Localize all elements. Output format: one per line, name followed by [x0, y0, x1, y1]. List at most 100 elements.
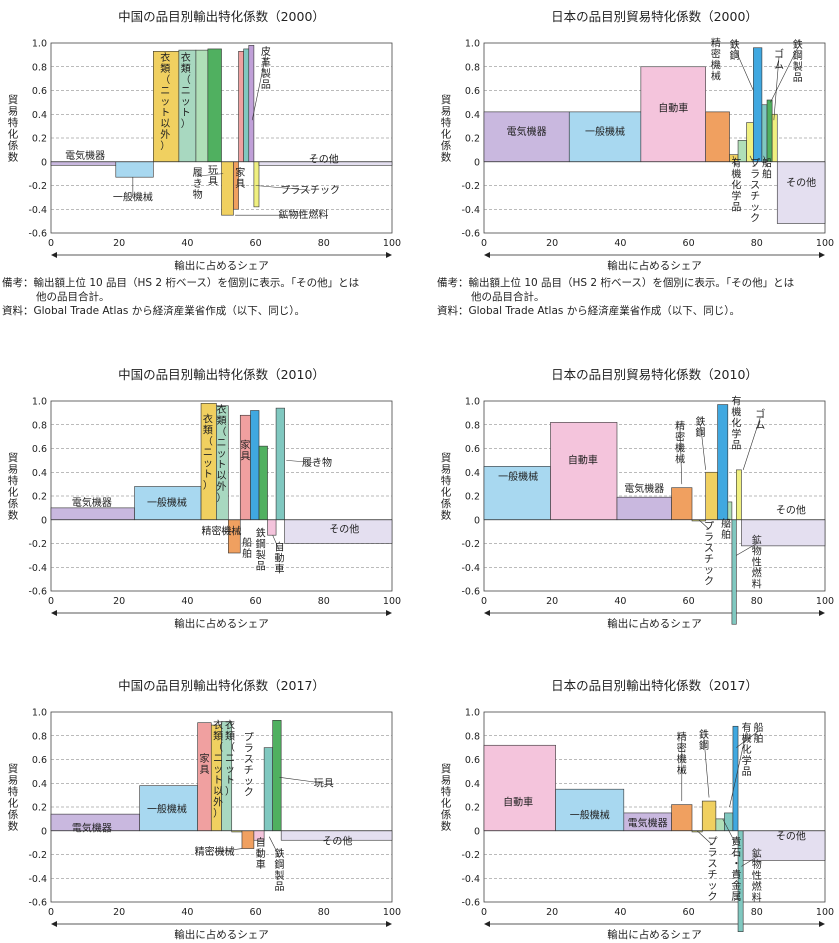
svg-text:革: 革 — [261, 56, 271, 69]
svg-text:ス: ス — [704, 543, 714, 554]
svg-text:数: 数 — [441, 509, 452, 522]
svg-text:鋼: 鋼 — [256, 537, 266, 550]
svg-text:製: 製 — [793, 60, 803, 73]
svg-text:鉄: 鉄 — [274, 847, 284, 860]
svg-text:類: 類 — [203, 424, 213, 436]
svg-text:衣: 衣 — [225, 719, 235, 732]
bar-segment — [483, 111, 570, 163]
svg-text:品: 品 — [731, 440, 741, 452]
bar-label: 一般機械 — [498, 470, 538, 483]
svg-text:ッ: ッ — [181, 97, 191, 108]
bar-label: 一般機械 — [147, 496, 187, 509]
bar-label: 家具 — [240, 439, 250, 463]
svg-text:ム: ム — [755, 420, 765, 432]
x-tick-label: 60 — [683, 907, 695, 918]
label-leader — [268, 836, 280, 858]
bar-segment — [238, 51, 244, 163]
bar-label: プラスチック — [244, 732, 254, 799]
svg-text:密: 密 — [711, 48, 721, 61]
y-tick-label: 1.0 — [465, 39, 480, 50]
y-tick-label: 0 — [474, 515, 480, 526]
svg-text:数: 数 — [8, 151, 19, 164]
svg-text:特: 特 — [441, 117, 452, 129]
y-axis-label: 貿易特化係数 — [8, 94, 19, 164]
x-tick-label: 80 — [318, 238, 330, 249]
svg-text:鋼: 鋼 — [699, 739, 709, 752]
svg-text:機: 機 — [731, 168, 741, 181]
svg-text:鉄: 鉄 — [256, 526, 266, 539]
svg-text:鉱: 鉱 — [752, 534, 762, 547]
remarks-label: 備考： — [437, 277, 469, 289]
remarks-label: 備考： — [2, 277, 34, 289]
svg-text:燃: 燃 — [752, 567, 762, 580]
y-tick-label: -0.6 — [461, 898, 480, 909]
y-tick-label: 0.4 — [32, 110, 47, 121]
y-tick-label: 0.4 — [465, 110, 480, 121]
bar-label: 自動車 — [274, 541, 284, 576]
svg-text:易: 易 — [441, 464, 452, 476]
svg-text:物: 物 — [193, 188, 203, 201]
bar-segment — [616, 496, 672, 521]
svg-text:車: 車 — [274, 563, 284, 576]
svg-text:類: 類 — [181, 63, 191, 75]
y-tick-label: 0.4 — [465, 779, 480, 790]
label-leader — [770, 47, 798, 103]
y-tick-label: -0.4 — [28, 563, 47, 574]
y-tick-label: 0.4 — [465, 468, 480, 479]
svg-text:精: 精 — [711, 37, 721, 50]
y-axis-label: 貿易特化係数 — [441, 763, 452, 833]
label-leader — [251, 54, 267, 121]
svg-text:物: 物 — [752, 858, 762, 871]
svg-text:貿: 貿 — [441, 94, 452, 106]
svg-text:衣: 衣 — [217, 403, 227, 416]
x-tick-label: 0 — [481, 596, 487, 607]
x-tick-label: 80 — [751, 907, 763, 918]
bar-segment — [50, 507, 135, 521]
bar-label: 履き物 — [193, 167, 203, 201]
bar-label: 家具 — [199, 752, 209, 776]
x-tick-label: 100 — [383, 596, 401, 607]
x-axis-arrowhead-right — [386, 921, 392, 927]
bar-label: ゴム — [774, 47, 784, 71]
x-tick-label: 20 — [113, 238, 125, 249]
bar-label: 自動車 — [658, 101, 688, 114]
svg-text:係: 係 — [441, 498, 452, 510]
y-tick-label: -0.2 — [28, 539, 47, 550]
label-leader — [698, 519, 710, 530]
y-tick-label: -0.6 — [28, 587, 47, 598]
svg-text:製: 製 — [261, 67, 271, 80]
bar-label: 精密機械 — [677, 731, 687, 777]
label-leader — [773, 57, 780, 121]
bar-segment — [550, 422, 618, 521]
svg-text:ク: ク — [750, 213, 760, 225]
svg-text:貿: 貿 — [441, 763, 452, 775]
source-label: 資料： — [2, 305, 34, 317]
svg-text:鋼: 鋼 — [696, 426, 706, 439]
bar-segment — [207, 48, 222, 163]
bar-label: 鉱物性燃料 — [278, 208, 328, 221]
y-tick-label: 0.8 — [465, 420, 480, 431]
svg-text:ス: ス — [750, 181, 760, 192]
svg-text:易: 易 — [441, 775, 452, 787]
x-tick-label: 40 — [614, 596, 626, 607]
svg-text:衣: 衣 — [203, 412, 213, 425]
svg-text:ニ: ニ — [203, 447, 213, 458]
x-tick-label: 0 — [48, 238, 54, 249]
chart-panel-2: 日本の品目別貿易特化係数（2000）1.00.80.60.40.20-0.2-0… — [441, 9, 834, 272]
source-text: Global Trade Atlas から経済産業省作成（以下、同じ）。 — [33, 305, 305, 317]
svg-text:船: 船 — [242, 536, 252, 549]
x-axis-arrowhead-left — [51, 610, 57, 616]
x-axis-arrowhead-left — [51, 252, 57, 258]
bar-label: 衣類（ニット） — [225, 719, 235, 798]
svg-text:具: 具 — [208, 176, 218, 188]
bar-segment — [195, 49, 209, 163]
y-tick-label: 0.8 — [32, 731, 47, 742]
bar-segment — [671, 804, 693, 832]
bar-label: 鉱物性燃料 — [752, 847, 762, 904]
svg-text:性: 性 — [752, 556, 762, 569]
label-leader — [286, 460, 318, 464]
bar-label: 玩具 — [314, 777, 334, 789]
label-leader — [763, 155, 768, 167]
svg-text:以: 以 — [160, 119, 170, 130]
